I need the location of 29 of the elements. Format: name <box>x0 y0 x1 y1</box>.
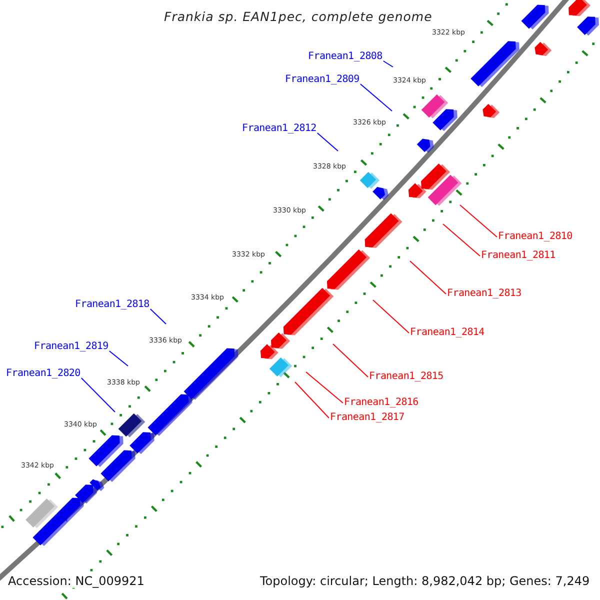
leader-line <box>80 378 116 412</box>
info-text: Topology: circular; Length: 8,982,042 bp; Genes: 7,249 <box>260 574 590 588</box>
gene-label: Franean1_2816 <box>344 397 418 409</box>
leader-line <box>360 84 392 112</box>
gene-label: Franean1_2817 <box>330 412 404 424</box>
gene-label: Franean1_2812 <box>242 123 316 135</box>
gene-label: Franean1_2814 <box>410 327 484 339</box>
gene-label: Franean1_2810 <box>498 231 572 243</box>
leader-line <box>108 350 128 366</box>
leader-line <box>410 260 446 294</box>
gene-label: Franean1_2813 <box>447 288 522 300</box>
gene-label: Franean1_2819 <box>34 341 108 353</box>
leader-line <box>442 224 480 256</box>
gene-label: Franean1_2818 <box>75 299 150 311</box>
leader-line <box>306 372 344 404</box>
info-text: Accession: NC_009921 <box>8 574 144 588</box>
gene-label: Franean1_2808 <box>308 51 382 63</box>
gene-label: Franean1_2809 <box>285 74 360 86</box>
title: Frankia sp. EAN1pec, complete genome <box>164 9 432 24</box>
leader-line <box>382 60 394 68</box>
leader-line <box>294 382 330 418</box>
leader-line <box>460 204 498 238</box>
leader-line <box>316 132 338 152</box>
leader-line <box>150 308 166 324</box>
gene-label: Franean1_2820 <box>6 368 80 380</box>
leader-line <box>332 344 368 378</box>
leader-line <box>372 300 410 334</box>
gene-label: Franean1_2811 <box>481 250 556 262</box>
gene-label: Franean1_2815 <box>369 371 444 383</box>
